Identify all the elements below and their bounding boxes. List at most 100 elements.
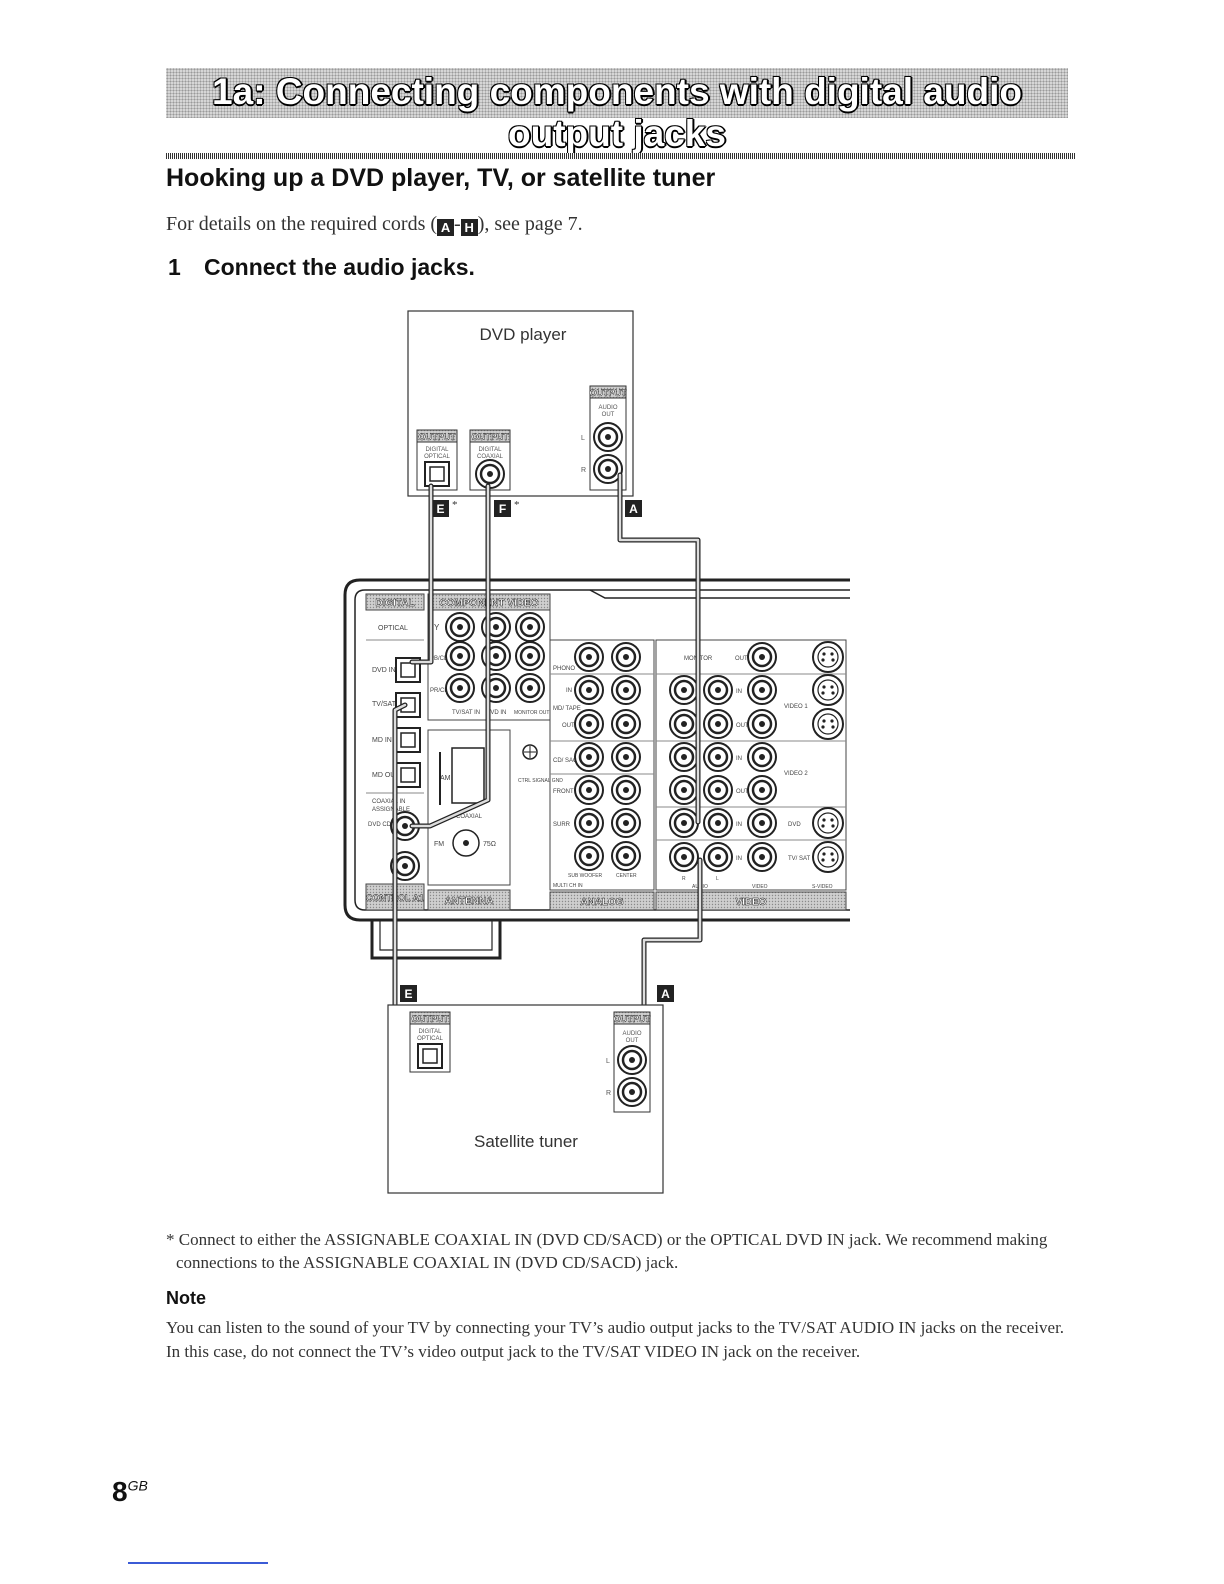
label-ohm: 75Ω	[483, 841, 496, 848]
label-coaxial-75: COAXIAL	[456, 814, 483, 820]
cord-label-h: H	[460, 219, 478, 236]
label-assignable: ASSIGNABLE	[372, 807, 410, 813]
cord-labels-top: E * F * A	[432, 499, 642, 517]
label-tvsat-in: TV/SAT IN	[372, 701, 405, 708]
heading-rule	[166, 153, 1076, 159]
cord-e-asterisk: *	[452, 499, 458, 511]
label-monitor-out: OUT	[735, 656, 748, 662]
label-cd-sacd: CD/ SACD	[553, 758, 582, 764]
label-md-out: MD OUT	[372, 772, 400, 779]
page-number-value: 8	[112, 1476, 128, 1507]
label-fm: FM	[434, 841, 444, 848]
label-antenna: ANTENNA	[445, 896, 494, 907]
label-cv-tvsat-in: TV/SAT IN	[452, 710, 480, 716]
cord-e-top: E	[436, 502, 444, 516]
cord-labels-bottom: E A	[400, 985, 674, 1002]
label-am: AM	[440, 775, 451, 782]
sat-optical-line1: DIGITAL	[419, 1029, 443, 1035]
dvd-r-label: R	[581, 467, 586, 474]
label-md-tape: MD/ TAPE	[553, 706, 581, 712]
label-front: FRONT	[553, 789, 574, 795]
sat-optical-line2: OPTICAL	[417, 1036, 443, 1042]
label-cv-monitor-out: MONITOR OUT	[514, 710, 549, 716]
sat-audio-line2: OUT	[626, 1038, 639, 1044]
sat-audio-output: OUTPUT	[614, 1014, 652, 1024]
step-text: Connect the audio jacks.	[204, 254, 475, 280]
label-video-section: VIDEO	[735, 897, 766, 908]
label-y: Y	[434, 623, 440, 632]
label-surr: SURR	[553, 822, 571, 828]
label-s-video: S-VIDEO	[812, 884, 833, 890]
label-ctrl-signal: CTRL SIGNAL GND	[518, 778, 563, 784]
label-pb: PB/CB B-Y	[430, 656, 460, 662]
cord-a-top: A	[629, 502, 638, 516]
dvd-optical-line1: DIGITAL	[426, 447, 450, 453]
footnote: * Connect to either the ASSIGNABLE COAXI…	[166, 1230, 1048, 1272]
page-number: 8GB	[112, 1476, 148, 1508]
label-coaxial-in: COAXIAL IN	[372, 799, 405, 805]
label-v2-in: IN	[736, 756, 742, 762]
label-dvd-video: DVD	[788, 822, 801, 828]
label-center: CENTER	[616, 873, 637, 879]
sat-l-label: L	[606, 1058, 610, 1065]
dvd-audio-line2: OUT	[602, 412, 615, 418]
dvd-audio-output: OUTPUT	[590, 388, 628, 398]
sat-r-label: R	[606, 1090, 611, 1097]
label-in-md: IN	[566, 688, 572, 694]
intro-after: ), see page 7.	[477, 213, 583, 235]
receiver-rear-panel: DIGITAL OPTICAL DVD IN TV/SAT IN MD IN M…	[343, 578, 850, 960]
label-l-audio: L	[716, 876, 719, 882]
cord-f-asterisk: *	[514, 499, 520, 511]
label-video-col: VIDEO	[752, 884, 768, 890]
label-cv-dvd-in: DVD IN	[486, 710, 506, 716]
cord-a-bottom: A	[661, 987, 670, 1001]
label-dvd-v-in: IN	[736, 822, 742, 828]
dvd-optical-output: OUTPUT	[419, 432, 457, 442]
label-multi-ch-in: MULTI CH IN	[553, 883, 583, 889]
dvd-player-label: DVD player	[480, 325, 567, 344]
note-title: Note	[166, 1288, 206, 1308]
label-out-md: OUT	[562, 723, 575, 729]
dvd-coaxial-output: OUTPUT	[472, 432, 510, 442]
dvd-l-label: L	[581, 435, 585, 442]
label-dvd-cdsacd: DVD CD/SACD	[368, 822, 410, 828]
label-subwoofer: SUB WOOFER	[568, 873, 603, 879]
dvd-optical-line2: OPTICAL	[424, 454, 450, 460]
sat-audio-line1: AUDIO	[622, 1031, 641, 1037]
section-banner: 1a: Connecting components with digital a…	[166, 68, 1068, 154]
label-analog: ANALOG	[580, 897, 624, 908]
dvd-coaxial-line1: DIGITAL	[479, 447, 503, 453]
bottom-rule	[128, 1562, 268, 1564]
cord-f-top: F	[499, 502, 506, 516]
label-md-in: MD IN	[372, 737, 392, 744]
dvd-audio-line1: AUDIO	[598, 405, 617, 411]
intro-dash: -	[454, 213, 461, 235]
note-body: You can listen to the sound of your TV b…	[166, 1318, 1065, 1361]
intro-text: For details on the required cords (A-H),…	[166, 213, 583, 236]
cord-e-bottom: E	[404, 987, 412, 1001]
label-dvd-in: DVD IN	[372, 667, 396, 674]
step-1: 1 Connect the audio jacks.	[168, 254, 475, 281]
step-number: 1	[168, 254, 181, 280]
label-tvsat-v-in: IN	[736, 856, 742, 862]
satellite-tuner: OUTPUT DIGITAL OPTICAL OUTPUT AUDIO OUT …	[387, 1004, 664, 1194]
satellite-tuner-label: Satellite tuner	[474, 1132, 578, 1151]
cord-label-a: A	[437, 219, 455, 236]
dvd-player: DVD player OUTPUT DIGITAL OPTICAL OUTPUT…	[407, 310, 634, 497]
page-heading: Hooking up a DVD player, TV, or satellit…	[166, 164, 716, 192]
intro-before: For details on the required cords (	[166, 213, 438, 235]
label-v1-out: OUT	[736, 723, 749, 729]
label-digital: DIGITAL	[375, 598, 414, 609]
label-v1-in: IN	[736, 689, 742, 695]
label-phono: PHONO	[553, 666, 575, 672]
label-video2: VIDEO 2	[784, 771, 808, 777]
label-tvsat-video: TV/ SAT	[788, 856, 811, 862]
label-video1: VIDEO 1	[784, 704, 808, 710]
section-title: 1a: Connecting components with digital a…	[212, 71, 1022, 154]
label-v2-out: OUT	[736, 789, 749, 795]
page-number-suffix: GB	[127, 1477, 148, 1494]
label-optical: OPTICAL	[378, 625, 408, 632]
sat-optical-output: OUTPUT	[412, 1014, 450, 1024]
label-r-audio: R	[682, 876, 686, 882]
